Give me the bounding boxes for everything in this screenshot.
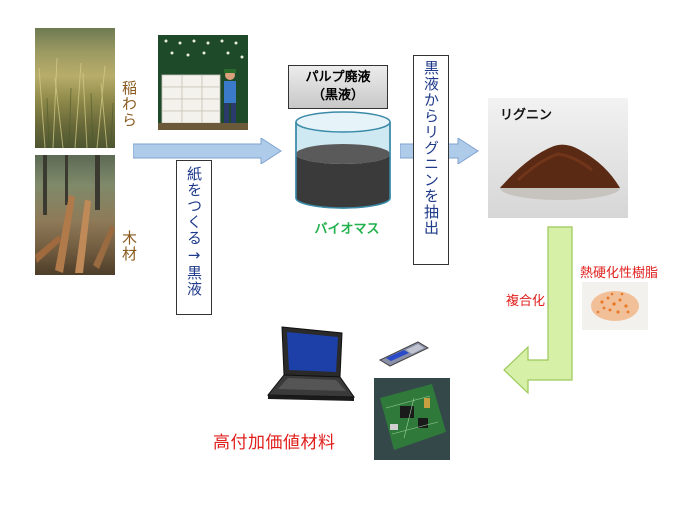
biomass-label: バイオマス: [314, 222, 380, 237]
thermoset-resin-photo: [582, 282, 648, 330]
arrow-to-materials: [503, 226, 573, 395]
pulp-waste-subtitle: （黒液）: [311, 88, 364, 103]
high-value-materials-label: 高付加価値材料: [213, 433, 336, 453]
thermoset-label: 熱硬化性樹脂: [580, 266, 659, 281]
lignin-photo: リグニン: [488, 98, 628, 218]
rice-straw-label: 稲わら: [120, 80, 138, 128]
arrow-to-pulp: [133, 138, 282, 164]
extract-label: 黒液からリグニンを抽出: [422, 60, 440, 236]
paper-stack-photo: [158, 35, 248, 130]
laptop-image: [266, 326, 355, 401]
mobile-phone-image: [378, 341, 430, 367]
composite-label: 複合化: [506, 294, 546, 309]
wood-photo: [35, 155, 115, 275]
rice-straw-photo: [35, 28, 115, 148]
lignin-label: リグニン: [500, 108, 553, 123]
circuit-board-photo: [374, 378, 450, 460]
extract-box: [413, 55, 449, 265]
black-liquor-beaker: [295, 111, 391, 209]
pulp-waste-box: パルプ廃液 （黒液）: [288, 65, 388, 109]
papermaking-box: [176, 160, 212, 315]
pulp-waste-title: パルプ廃液: [305, 70, 371, 85]
papermaking-label: 紙をつくる→黒液: [185, 166, 203, 297]
wood-label: 木材: [120, 230, 138, 262]
